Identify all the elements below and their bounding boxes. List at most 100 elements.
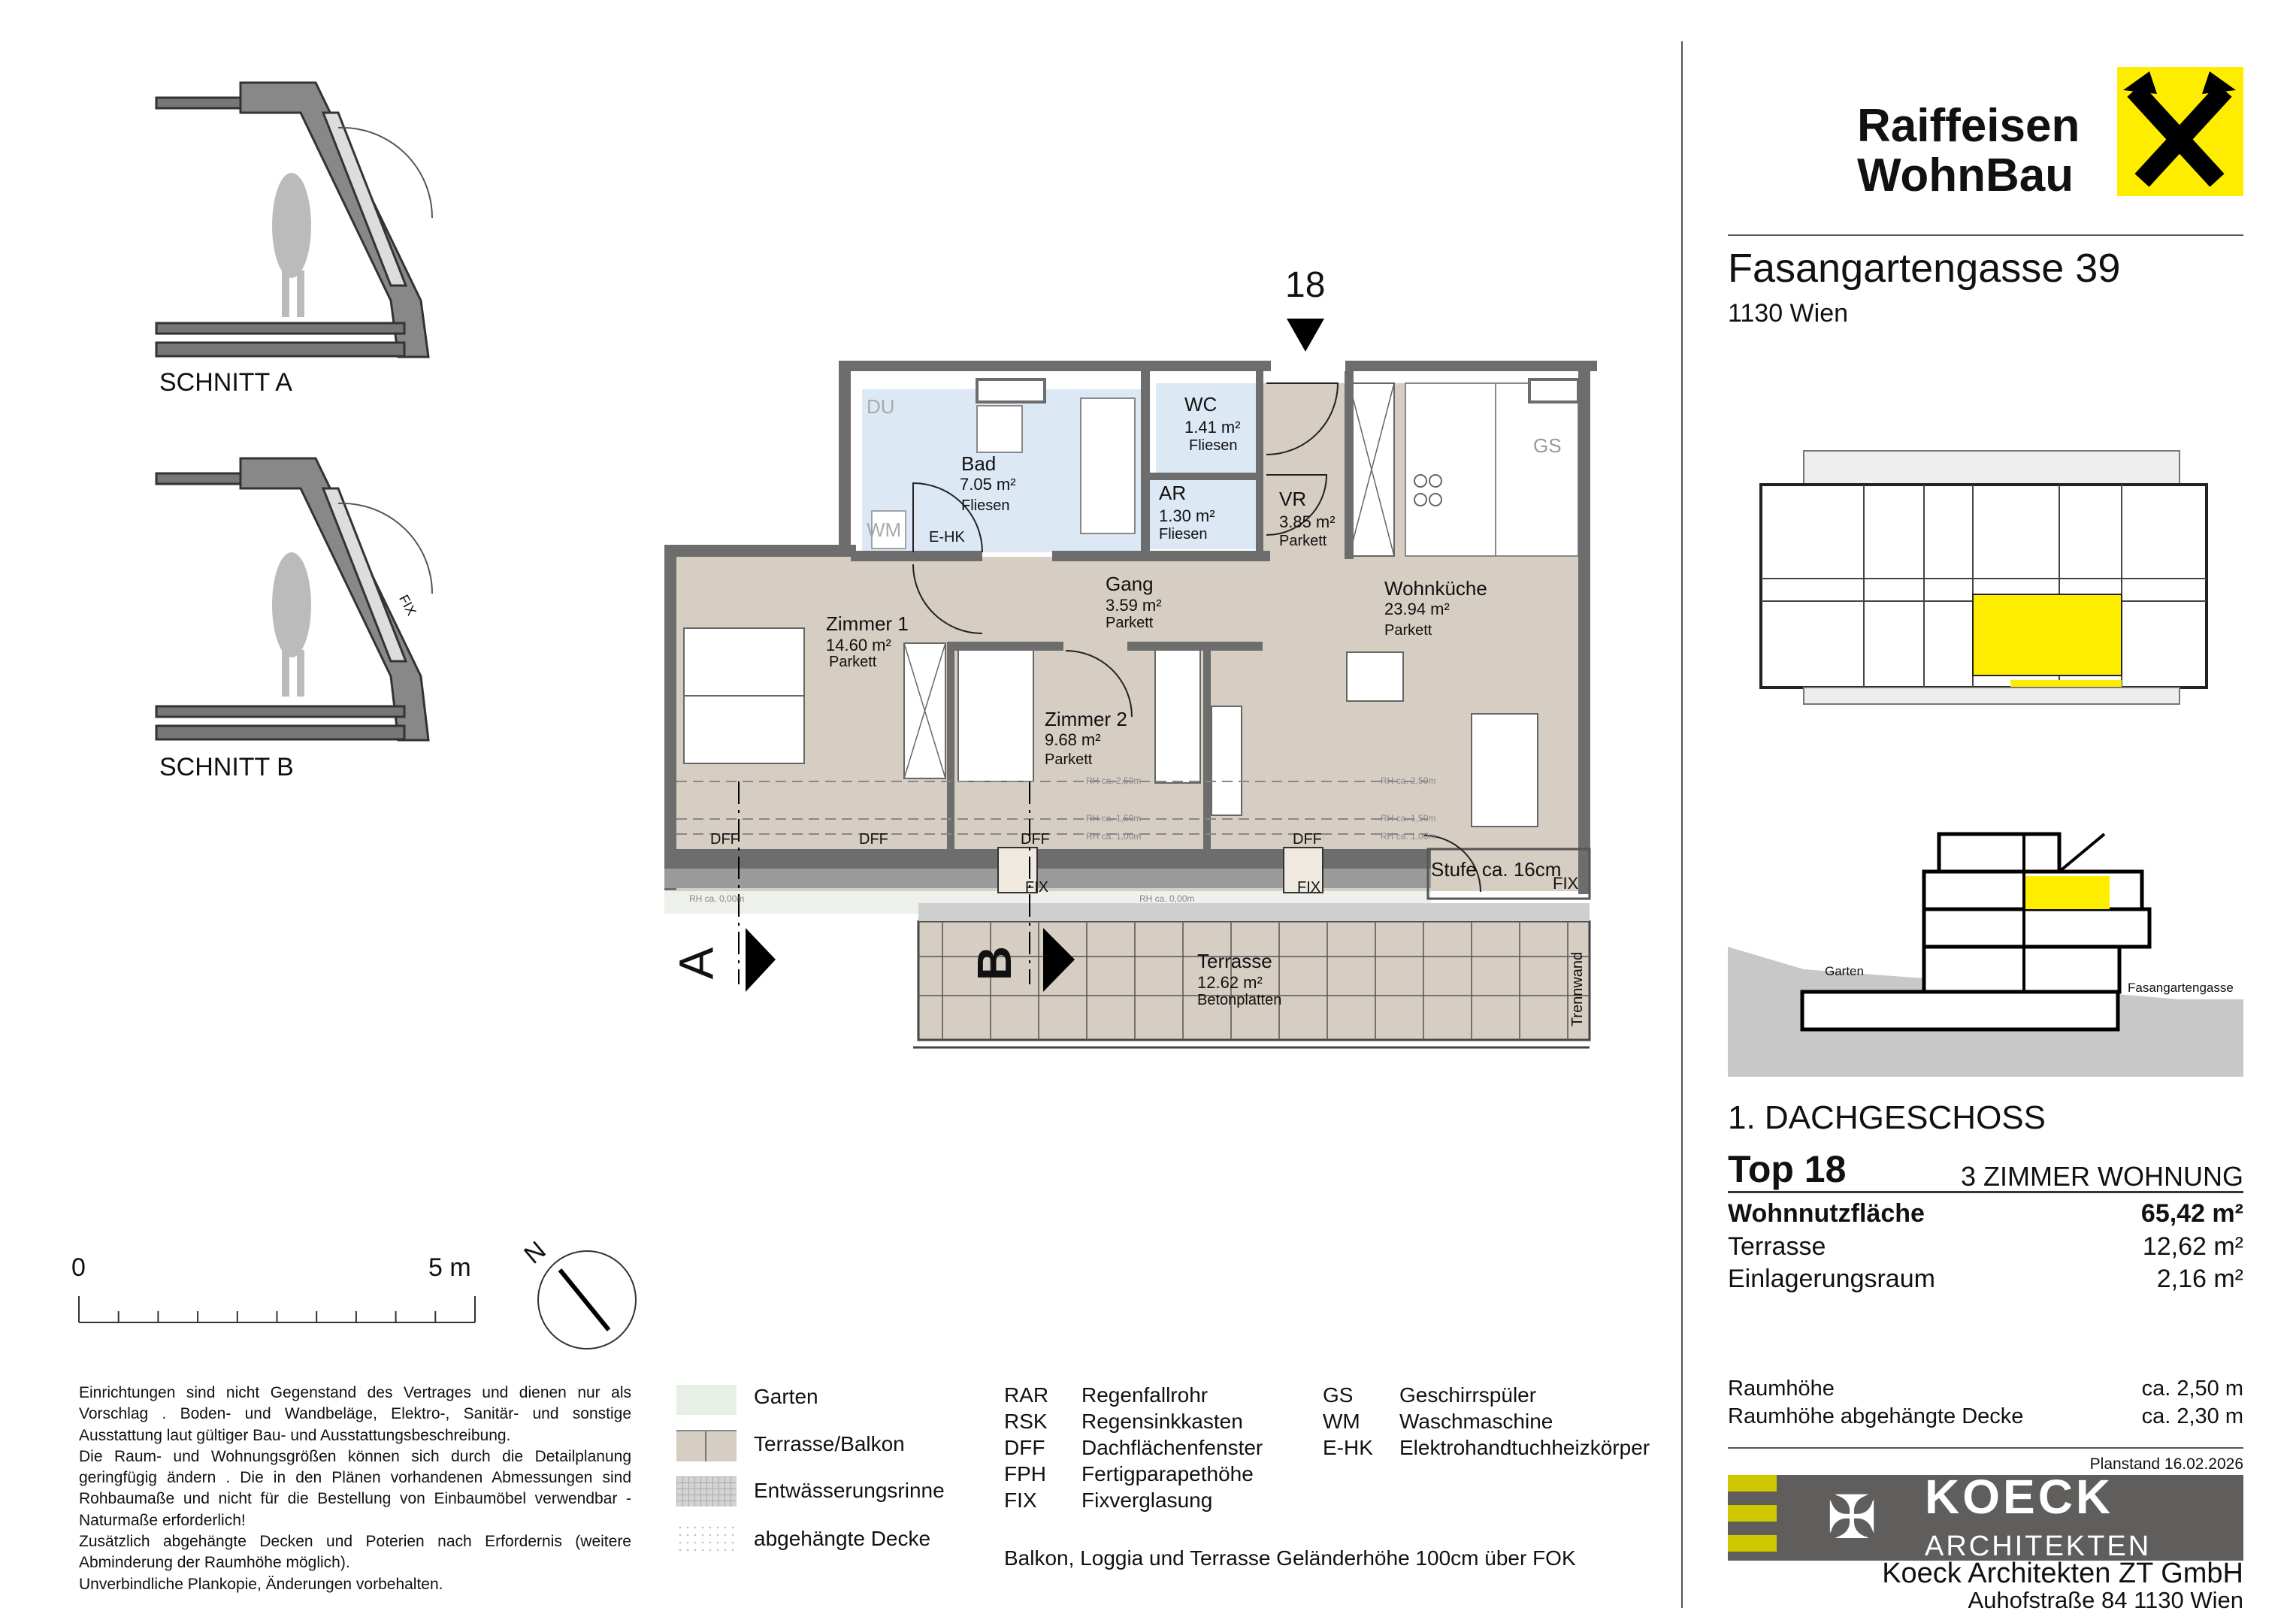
planstand: Planstand 16.02.2026 — [2089, 1455, 2243, 1473]
abbr-code: GS — [1323, 1383, 1354, 1407]
fixture-ehk: E-HK — [929, 529, 965, 546]
area-label: Terrasse — [1728, 1232, 1826, 1261]
abbr-code: RSK — [1004, 1410, 1048, 1433]
rh-label: RH ca. 2,50m — [1086, 775, 1142, 786]
railing-note: Balkon, Loggia und Terrasse Geländerhöhe… — [1004, 1546, 1576, 1570]
trennwand-label: Trennwand — [1569, 951, 1587, 1027]
room-floor: Fliesen — [1189, 437, 1238, 454]
section-a-arrow-icon — [746, 928, 776, 992]
disclaimer: Einrichtungen sind nicht Gegenstand des … — [79, 1383, 631, 1595]
abbr-text: Regenfallrohr — [1081, 1383, 1209, 1407]
room-name: WC — [1184, 393, 1218, 416]
height-label: Raumhöhe abgehängte Decke — [1728, 1404, 2024, 1428]
step-label: Stufe ca. 16cm — [1431, 858, 1562, 881]
bad-floor — [862, 389, 1141, 552]
legend-swatch-decke — [676, 1524, 737, 1554]
dff-label: DFF — [1293, 831, 1322, 848]
fix-label: FIX — [1553, 874, 1579, 893]
room-name: Terrasse — [1197, 950, 1272, 972]
room-floor: Parkett — [1384, 622, 1432, 639]
section-a-marker: A — [669, 947, 724, 980]
eagle-emblem-icon: ✠ — [1826, 1484, 1877, 1551]
scale-end: 5 m — [428, 1253, 471, 1282]
disclaimer-paragraph: Unverbindliche Plankopie, Änderungen vor… — [79, 1575, 443, 1593]
koeck-logo-text: KOECK — [1925, 1475, 2114, 1524]
room-name: Zimmer 2 — [1045, 708, 1127, 730]
abbr-code: RAR — [1004, 1383, 1049, 1407]
room-floor: Parkett — [1106, 615, 1154, 631]
section-b-marker: B — [967, 945, 1022, 981]
brand-line1: Raiffeisen — [1857, 100, 2080, 152]
rh-label: RH ca. 1,00m — [1381, 831, 1436, 842]
room-name: Zimmer 1 — [826, 612, 909, 635]
unit-top: Top 18 — [1728, 1148, 1847, 1190]
legend-label: Entwässerungsrinne — [754, 1479, 945, 1502]
fix-label: FIX — [1025, 879, 1049, 896]
area-value: 2,16 m² — [2156, 1265, 2243, 1293]
koeck-logo: ✠ KOECK ARCHITEKTEN — [1728, 1475, 2243, 1561]
legend-label: Terrasse/Balkon — [754, 1432, 905, 1455]
dff-label: DFF — [859, 831, 888, 848]
legend-label: Garten — [754, 1385, 818, 1408]
vertical-divider — [1681, 41, 1683, 1608]
rh-label: RH ca. 2,50m — [1381, 775, 1436, 786]
room-name: Bad — [961, 452, 997, 475]
site-garden-label: Garten — [1825, 964, 1864, 978]
abbr-text: Elektrohandtuchheizkörper — [1399, 1436, 1650, 1459]
room-floor: Parkett — [1279, 533, 1327, 549]
section-a-drawing — [155, 81, 434, 742]
area-label: Einlagerungsraum — [1728, 1265, 1935, 1293]
area-value: 12,62 m² — [2142, 1232, 2243, 1261]
section-b-arrow-icon — [1043, 928, 1075, 992]
abbr-code: WM — [1323, 1410, 1360, 1433]
room-name: Wohnküche — [1384, 577, 1487, 600]
room-area: 3.85 m² — [1279, 512, 1336, 531]
height-label: Raumhöhe — [1728, 1377, 1835, 1401]
legend-label: abgehängte Decke — [754, 1527, 931, 1550]
rh-label: RH ca. 1,50m — [1086, 813, 1142, 824]
room-area: 14.60 m² — [826, 636, 891, 654]
legend-swatch-rinne — [676, 1476, 737, 1507]
area-label: Wohnnutzfläche — [1728, 1199, 1925, 1228]
brand-line2: WohnBau — [1857, 150, 2074, 201]
legend-swatch-garten — [676, 1385, 737, 1415]
abbr-text: Fixverglasung — [1081, 1489, 1213, 1512]
footer-divider — [1728, 1447, 2243, 1449]
abbr-code: E-HK — [1323, 1436, 1373, 1459]
unit-divider — [1728, 1191, 2243, 1193]
abbr-code: FPH — [1004, 1462, 1046, 1485]
unit-type: 3 ZIMMER WOHNUNG — [1961, 1161, 2243, 1192]
room-floor: Parkett — [829, 654, 877, 670]
abbr-text: Regensinkkasten — [1081, 1410, 1243, 1433]
room-area: 9.68 m² — [1045, 730, 1101, 749]
scale-start: 0 — [71, 1253, 86, 1282]
rh-label: RH ca. 0,00m — [1139, 893, 1195, 904]
section-a — [155, 81, 434, 358]
architect-name: Koeck Architekten ZT GmbH — [1882, 1558, 2243, 1589]
room-name: Gang — [1106, 573, 1154, 595]
rh-label: RH ca. 0,00m — [689, 893, 745, 904]
address-city: 1130 Wien — [1728, 299, 1849, 328]
rh-label: RH ca. 1,00m — [1086, 831, 1142, 842]
abbr-code: DFF — [1004, 1436, 1045, 1459]
disclaimer-paragraph: Die Raum- und Wohnungsgrößen können sich… — [79, 1447, 631, 1529]
area-value: 65,42 m² — [2140, 1199, 2243, 1228]
fix-label: FIX — [1297, 879, 1321, 896]
abbr-text: Fertigparapethöhe — [1081, 1462, 1254, 1485]
north-label: N — [519, 1235, 552, 1270]
room-floor: Betonplatten — [1197, 992, 1282, 1008]
fixture-wm: WM — [867, 518, 902, 541]
entrance-number: 18 — [1285, 265, 1326, 305]
section-b-label: SCHNITT B — [159, 753, 294, 781]
room-name: VR — [1279, 488, 1307, 510]
north-arrow-icon — [537, 1250, 637, 1349]
disclaimer-paragraph: Einrichtungen sind nicht Gegenstand des … — [79, 1384, 631, 1444]
room-area: 12.62 m² — [1197, 973, 1263, 992]
height-value: ca. 2,50 m — [2141, 1377, 2243, 1401]
disclaimer-paragraph: Zusätzlich abgehängte Decken und Poterie… — [79, 1533, 631, 1572]
abbr-text: Dachflächenfenster — [1081, 1436, 1263, 1459]
fixture-gs: GS — [1533, 434, 1562, 457]
height-value: ca. 2,30 m — [2141, 1404, 2243, 1428]
dff-label: DFF — [1021, 831, 1050, 848]
fixture-du: DU — [867, 395, 895, 418]
